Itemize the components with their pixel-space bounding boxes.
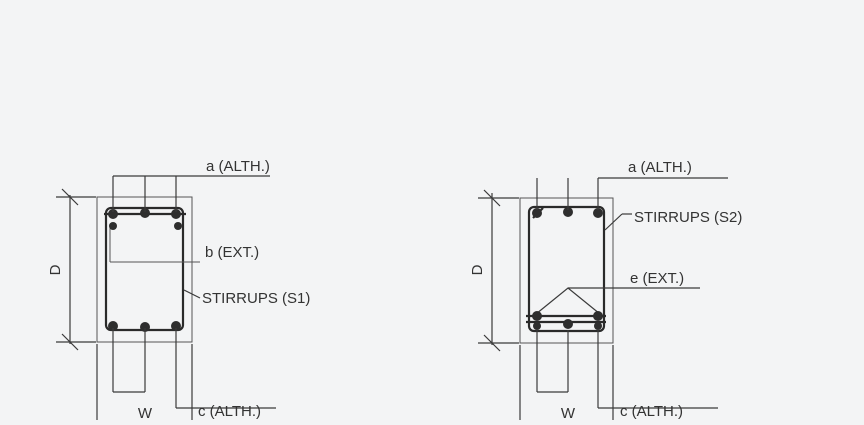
ext-triangle-s2 [535, 287, 601, 315]
width-label-s2: W [561, 405, 576, 420]
bottom-bar-s1 [140, 322, 150, 332]
leader-stirrups-s2 [604, 213, 623, 231]
stirrup-s2 [527, 205, 606, 333]
concrete-outline-s2 [519, 197, 614, 344]
bottom-bar-s2 [563, 319, 573, 329]
top-bar-s1 [108, 209, 118, 219]
depth-tick-s1 [61, 333, 79, 351]
top-bar-s1 [140, 208, 150, 218]
top-bar-s1 [171, 209, 181, 219]
depth-label-s2: D [469, 264, 486, 275]
beam-section-s1: D W a (ALTH.) b (EXT.) STIRRUPS (S1) c (… [47, 158, 310, 422]
bottom-bar-s2 [533, 322, 541, 330]
width-label-s1: W [138, 405, 153, 420]
bottom-bar-s2 [594, 322, 602, 330]
bottom-bar-s2 [593, 311, 603, 321]
second-layer-bar-s1 [174, 222, 182, 230]
top-bar-s2 [532, 208, 542, 218]
bottom-bar-s1 [171, 321, 181, 331]
second-layer-bar-s1 [109, 222, 117, 230]
depth-label-s1: D [47, 264, 64, 275]
depth-tick-s1 [61, 188, 79, 206]
label-stirrups-s1: STIRRUPS (S1) [202, 290, 310, 307]
concrete-outline-s1 [96, 196, 193, 343]
top-bar-s2 [563, 207, 573, 217]
bottom-bar-s2 [532, 311, 542, 321]
depth-tick-s2 [483, 189, 501, 207]
label-b-s1: b (EXT.) [205, 244, 259, 261]
bottom-bar-s1 [108, 321, 118, 331]
depth-tick-s2 [483, 334, 501, 352]
label-c-s1: c (ALTH.) [198, 403, 261, 420]
label-a-s1: a (ALTH.) [206, 158, 270, 175]
label-e-s2: e (EXT.) [630, 270, 684, 287]
leader-stirrups-s1 [183, 289, 201, 299]
label-stirrups-s2: STIRRUPS (S2) [634, 209, 742, 226]
label-c-s2: c (ALTH.) [620, 403, 683, 420]
label-a-s2: a (ALTH.) [628, 159, 692, 176]
stirrup-s1 [104, 206, 185, 332]
top-bar-s2 [593, 208, 603, 218]
beam-section-s2: D W a (ALTH.) STIRRUPS (S2) e (EXT.) c (… [469, 159, 742, 422]
